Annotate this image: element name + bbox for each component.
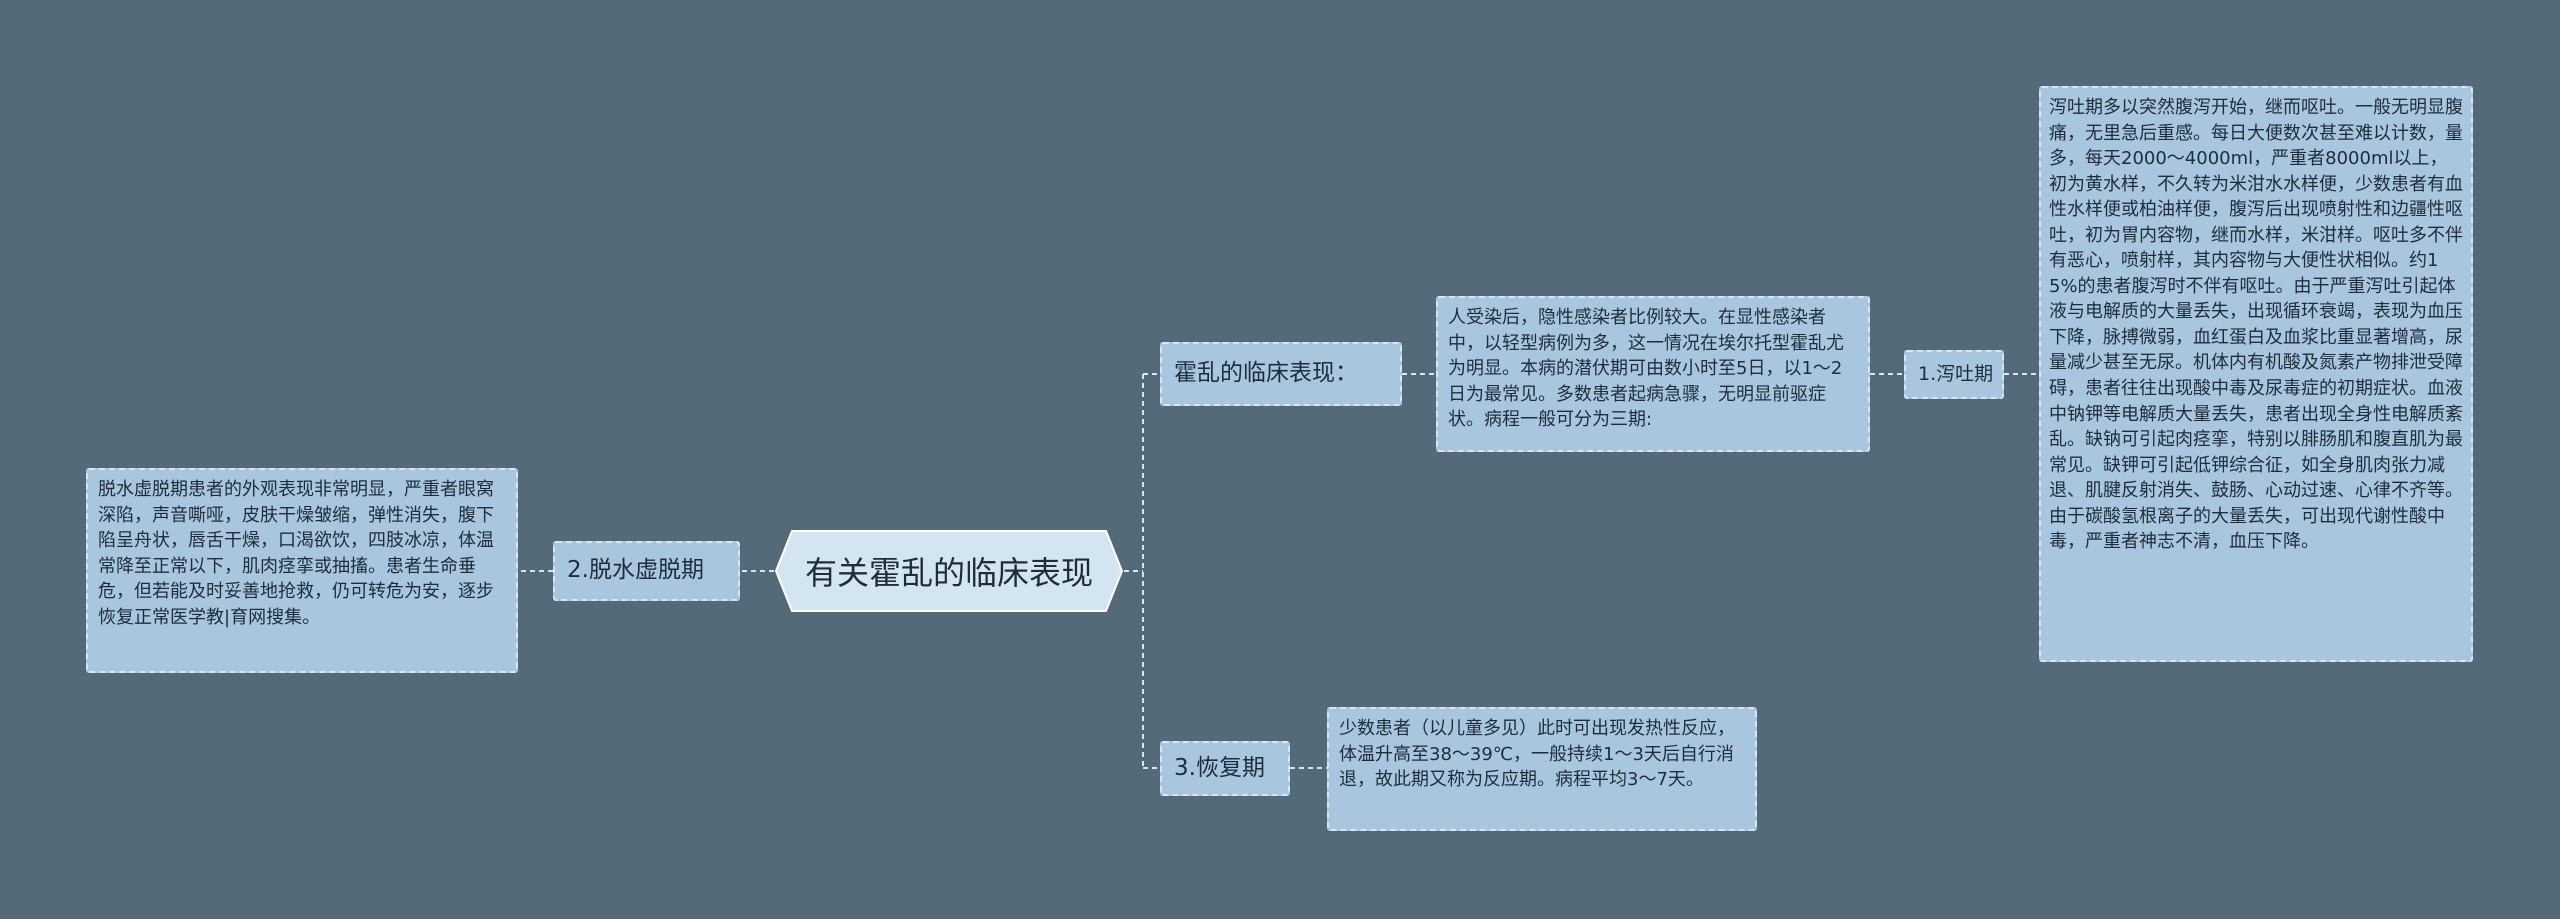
branch-diarrhea-label: 1.泻吐期 [1918,363,1994,386]
root-topic[interactable]: 有关霍乱的临床表现 [774,529,1124,613]
root-hexagon-shape [774,530,1124,612]
leaf-infection[interactable]: 人受染后，隐性感染者比例较大。在显性感染者中，以轻型病例为多，这一情况在埃尔托型… [1436,296,1870,452]
leaf-diarrhea-detail-text: 泻吐期多以突然腹泻开始，继而呕吐。一般无明显腹痛，无里急后重感。每日大便数次甚至… [2049,97,2463,553]
branch-clinical-label: 霍乱的临床表现： [1174,360,1358,387]
branch-dehydration-label: 2.脱水虚脱期 [567,557,704,584]
leaf-dehydration-detail[interactable]: 脱水虚脱期患者的外观表现非常明显，严重者眼窝深陷，声音嘶哑，皮肤干燥皱缩，弹性消… [86,468,518,673]
leaf-infection-text: 人受染后，隐性感染者比例较大。在显性感染者中，以轻型病例为多，这一情况在埃尔托型… [1448,307,1844,431]
leaf-recovery-detail-text: 少数患者（以儿童多见）此时可出现发热性反应，体温升高至38～39℃，一般持续1～… [1339,718,1735,791]
branch-dehydration[interactable]: 2.脱水虚脱期 [553,541,740,601]
branch-recovery[interactable]: 3.恢复期 [1160,741,1290,796]
leaf-diarrhea-detail[interactable]: 泻吐期多以突然腹泻开始，继而呕吐。一般无明显腹痛，无里急后重感。每日大便数次甚至… [2039,86,2473,662]
branch-clinical[interactable]: 霍乱的临床表现： [1160,342,1402,406]
leaf-recovery-detail[interactable]: 少数患者（以儿童多见）此时可出现发热性反应，体温升高至38～39℃，一般持续1～… [1327,707,1757,831]
branch-recovery-label: 3.恢复期 [1174,754,1265,781]
branch-diarrhea[interactable]: 1.泻吐期 [1904,350,2004,399]
leaf-dehydration-detail-text: 脱水虚脱期患者的外观表现非常明显，严重者眼窝深陷，声音嘶哑，皮肤干燥皱缩，弹性消… [98,479,494,628]
root-topic-label: 有关霍乱的临床表现 [804,554,1093,592]
